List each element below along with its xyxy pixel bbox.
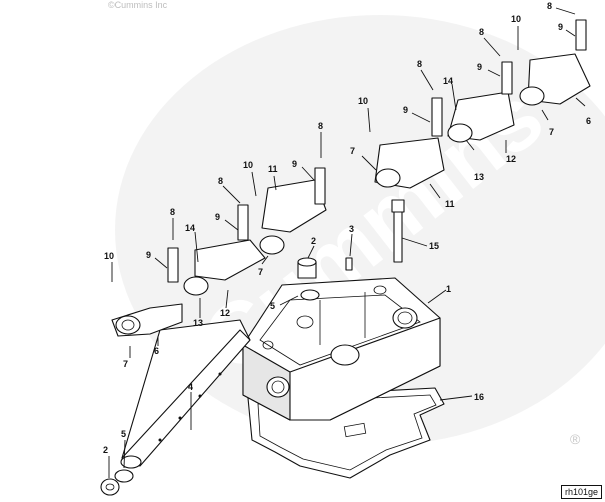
callout-5-bottom: 5 — [121, 429, 126, 439]
callout-8-fifth: 8 — [479, 27, 484, 37]
registered-mark: ® — [570, 431, 581, 447]
callout-10-second: 10 — [243, 160, 253, 170]
callout-4: 4 — [188, 382, 193, 392]
rocker-lever-front-right — [194, 235, 285, 281]
callout-8-front: 8 — [170, 207, 175, 217]
callout-7-front: 7 — [123, 359, 128, 369]
callout-8-sixth: 8 — [547, 1, 552, 11]
callout-9-second: 9 — [215, 212, 220, 222]
bushing-front — [183, 276, 209, 296]
rocker-lever-rear-mid — [447, 91, 515, 143]
callout-8-fourth: 8 — [417, 59, 422, 69]
rocker-lever-rear-right — [519, 53, 591, 106]
callout-6-front: 6 — [154, 346, 159, 356]
callout-7-third: 7 — [350, 146, 355, 156]
copyright-notice: ©Cummins Inc — [108, 0, 168, 10]
callout-6-rear: 6 — [586, 116, 591, 126]
callout-2-top: 2 — [311, 236, 316, 246]
breather-plug — [297, 257, 320, 301]
callout-9-front: 9 — [146, 250, 151, 260]
callout-labels: 8 8 8 8 8 8 9 9 9 9 9 9 10 10 10 10 14 1… — [103, 1, 591, 455]
callout-8-third: 8 — [318, 121, 323, 131]
adjusting-screws — [167, 19, 587, 283]
callout-9-fourth: 9 — [403, 105, 408, 115]
housing-bolt — [391, 199, 405, 263]
callout-9-sixth: 9 — [558, 22, 563, 32]
rocker-lever-front-left — [111, 303, 183, 337]
callout-11-front: 11 — [268, 164, 278, 174]
rocker-housing — [242, 277, 441, 421]
callout-11-rear: 11 — [445, 199, 455, 209]
callout-12-rear: 12 — [506, 154, 516, 164]
callout-12-front: 12 — [220, 308, 230, 318]
shaft-plug — [100, 469, 134, 496]
callout-7-second: 7 — [258, 267, 263, 277]
callout-10-fourth: 10 — [511, 14, 521, 24]
callout-5-top: 5 — [270, 301, 275, 311]
callout-15: 15 — [429, 241, 439, 251]
callout-7-fourth: 7 — [549, 127, 554, 137]
callout-14-rear: 14 — [443, 76, 453, 86]
callout-10-third: 10 — [358, 96, 368, 106]
callout-9-fifth: 9 — [477, 62, 482, 72]
figure-reference-code: rh101ge — [560, 485, 602, 499]
callout-9-third: 9 — [292, 159, 297, 169]
callout-3: 3 — [349, 224, 354, 234]
callout-8-second: 8 — [218, 176, 223, 186]
callout-2-bottom: 2 — [103, 445, 108, 455]
callout-1: 1 — [446, 284, 451, 294]
rocker-lever-rear-left — [374, 137, 445, 189]
dowel — [345, 257, 353, 271]
callout-14-front: 14 — [185, 223, 195, 233]
callout-16: 16 — [474, 392, 484, 402]
callout-10-front: 10 — [104, 251, 114, 261]
leader-lines — [108, 7, 586, 478]
callout-13-front: 13 — [193, 318, 203, 328]
rocker-shaft — [120, 319, 251, 469]
callout-13-rear: 13 — [474, 172, 484, 182]
rocker-lever-mid — [261, 179, 327, 233]
